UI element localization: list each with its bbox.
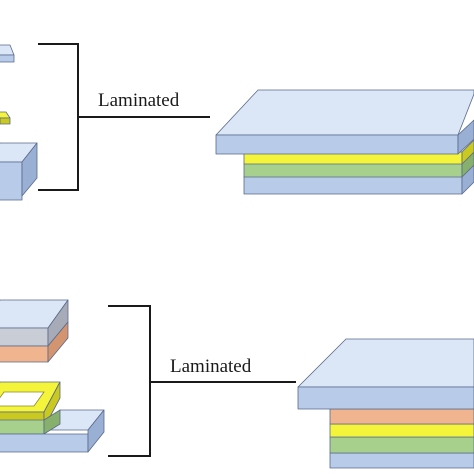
top-bracket [38, 43, 210, 191]
bottom-result-top-glass [297, 338, 474, 410]
top-upper-plate [0, 44, 15, 63]
top-lower-plate [0, 142, 38, 201]
top-yellow-film [0, 111, 11, 125]
top-process-label: Laminated [98, 90, 180, 111]
bottom-bracket [108, 305, 296, 457]
bottom-yellow-frame [0, 381, 61, 429]
bottom-result-orange-layer [329, 408, 474, 425]
bottom-lower-plate [0, 409, 105, 453]
bottom-result-bottom-glass [329, 452, 474, 469]
bottom-result-yellow-layer [329, 423, 474, 438]
top-exploded-stack [0, 44, 38, 201]
top-result-yellow-layer [243, 139, 474, 165]
top-laminated-stack [215, 89, 474, 195]
bottom-upper-plate [0, 299, 69, 363]
bottom-process-label: Laminated [170, 356, 252, 377]
bottom-laminated-stack [297, 338, 474, 469]
bottom-result-green-layer [329, 436, 474, 454]
bottom-exploded-stack [0, 299, 105, 453]
top-result-top-glass [215, 89, 474, 155]
